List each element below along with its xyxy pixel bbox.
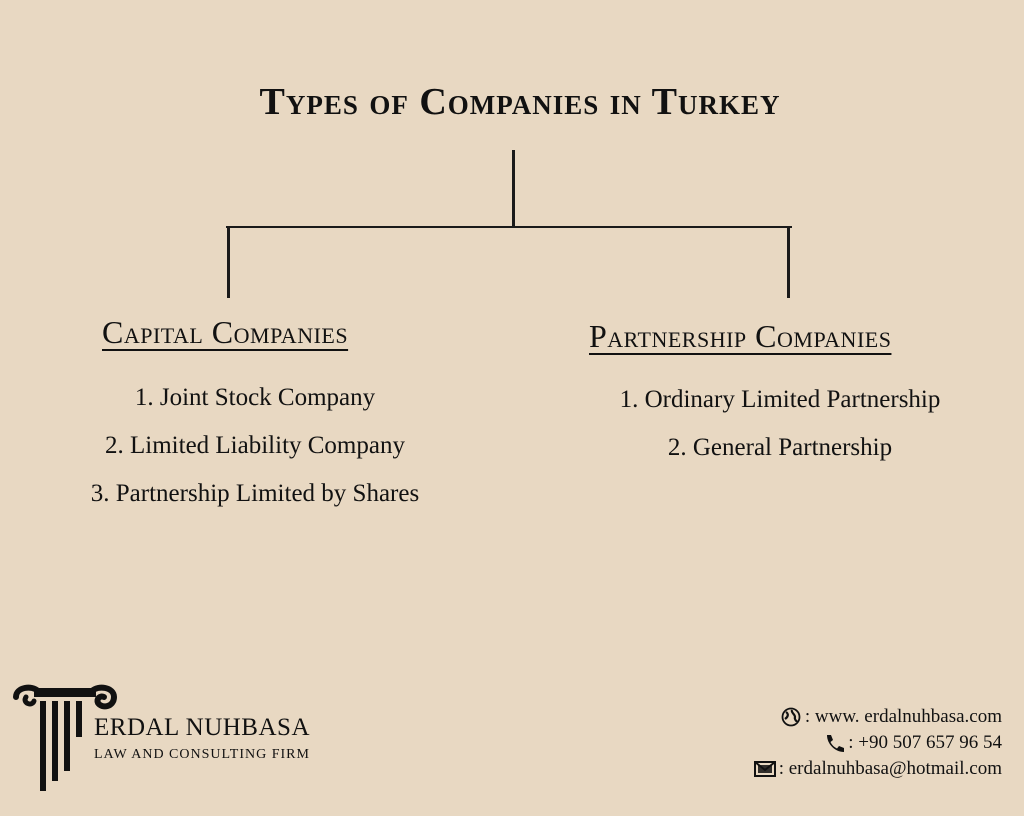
website-link[interactable]: : www. erdalnuhbasa.com <box>804 706 1002 727</box>
phone-icon <box>823 733 845 753</box>
diagram-title: Types of Companies in Turkey <box>259 81 781 123</box>
list-item: 2. Limited Liability Company <box>105 432 405 459</box>
firm-subtitle: LAW AND CONSULTING FIRM <box>94 747 310 762</box>
envelope-icon <box>753 759 776 779</box>
list-item: 1. Ordinary Limited Partnership <box>619 386 941 413</box>
contact-email: : erdalnuhbasa@hotmail.com <box>753 756 1002 782</box>
connector-stem-left <box>227 226 230 298</box>
firm-name: ERDAL NUHBASA <box>94 714 310 741</box>
connector-stem-top <box>512 150 515 226</box>
connector-stem-right <box>787 226 790 298</box>
list-item: 3. Partnership Limited by Shares <box>90 480 420 507</box>
capital-companies-heading: Capital Companies <box>102 314 349 350</box>
phone-number[interactable]: : +90 507 657 96 54 <box>848 732 1002 753</box>
contact-website: : www. erdalnuhbasa.com <box>754 704 1002 730</box>
email-link[interactable]: : erdalnuhbasa@hotmail.com <box>778 758 1002 779</box>
column-pillar-icon <box>10 683 120 793</box>
partnership-companies-list: 1. Ordinary Limited Partnership 2. Gener… <box>560 376 1000 472</box>
list-item: 2. General Partnership <box>667 434 893 461</box>
list-item: 1. Joint Stock Company <box>134 384 376 411</box>
contact-phone: : +90 507 657 96 54 <box>754 730 1002 756</box>
capital-companies-list: 1. Joint Stock Company 2. Limited Liabil… <box>40 374 470 518</box>
partnership-companies-heading: Partnership Companies <box>589 318 892 354</box>
contact-block: : www. erdalnuhbasa.com : +90 507 657 96… <box>753 704 1002 782</box>
globe-icon <box>780 707 802 727</box>
connector-horizontal-bar <box>226 226 792 228</box>
